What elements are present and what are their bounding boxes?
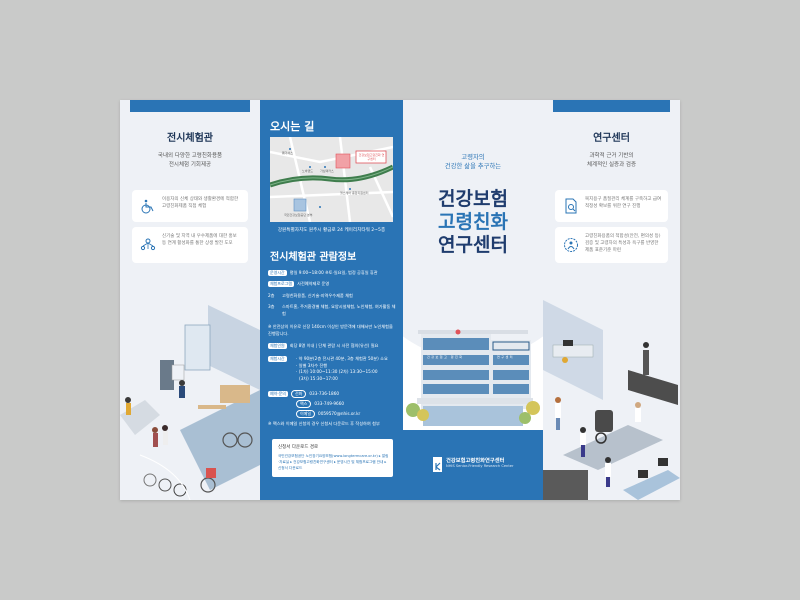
notice-fax: ※ 팩스와 이메일 신청의 경우 신청서 다운로드 후 작성하여 첨부 (268, 421, 380, 426)
wheelchair-icon (141, 199, 154, 214)
building-sign-right: 연구센터 (497, 355, 515, 359)
download-box: 신청서 다운로드 경로 국민건강보험공단 노인장기요양보험(www.longte… (272, 439, 393, 477)
panel-subtitle-2: 체계적인 실증과 검증 (586, 162, 637, 168)
fax-number[interactable]: 033-749-9660 (314, 401, 345, 406)
time-line: (3차) 15:30~17:00 (299, 375, 338, 381)
time-line: · 약 90분(2층 전시관 40분, 3층 체험관 50분) 소요 (296, 356, 388, 361)
floor-label: 3층 (268, 304, 275, 309)
map-label: 웨가서스 (282, 151, 294, 155)
map-center-label: 건강보험고령친화 연구센터 (358, 153, 385, 161)
panel-subtitle-1: 국내외 다양한 고령친화용품 (157, 153, 223, 159)
building-sign: 건강보험고 령친화 (427, 355, 487, 359)
panel-visitor-info: 오시는 길 건강보험고령친화 연구센터 웨가서스 노바랜드 가심렉카스 헬스케어… (260, 100, 403, 500)
fax-tag: 팩스 (296, 400, 312, 408)
floor-row: 3층 스마트홈, 주거환경별 체험, 요양시설체험, 노인체험, 여가활동 체험 (268, 304, 397, 317)
card-text: 신기술 및 지역 내 우수제품에 대한 홍보 등 연계 활성화를 통한 상생 발… (162, 234, 237, 246)
panel-cover: 고령자의 건강한 삶을 추구하는 건강보험 고령친화 연구센터 (403, 100, 543, 500)
phone-tag: 전화 (291, 390, 307, 398)
card-text: 고령친화용품의 적합성(안전, 편의성 등) 검증 및 고령자의 특성과 욕구를… (585, 234, 661, 253)
nhis-logo-icon (433, 457, 442, 472)
background-circle (403, 100, 543, 360)
title-line-1: 건강보험 (438, 188, 508, 210)
time-tag: 체험시간 (268, 356, 287, 362)
sign-part: 령친화 (450, 355, 464, 359)
cover-footer (403, 430, 543, 500)
card-text: 복지용구 품질관리 체계를 구축하고 급여 적정성 확보를 위한 연구 진행 (585, 197, 662, 209)
directions-title: 오시는 길 (270, 120, 315, 133)
panel-subtitle-1: 과학적 근거 기반의 (589, 153, 634, 159)
feature-card: 신기술 및 지역 내 우수제품에 대한 홍보 등 연계 활성화를 통한 상생 발… (132, 227, 248, 263)
time-line: · 일별 3차수 진행 (296, 362, 328, 368)
building-illustration (406, 329, 540, 426)
tagline-line-2: 건강한 삶을 추구하는 (444, 163, 502, 170)
download-path: 국민건강보험공단 노인장기요양보험(www.longtermcare.or.kr… (278, 454, 389, 470)
hours-tag: 운영시간 (268, 270, 287, 276)
feature-card: 복지용구 품질관리 체계를 구축하고 급여 적정성 확보를 위한 연구 진행 (555, 190, 668, 222)
time-row: 체험시간 · 약 90분(2층 전시관 40분, 3층 체험관 50분) 소요 … (268, 356, 397, 382)
logo-name: 건강보험고령친화연구센터 (446, 458, 505, 464)
floor-row: 2층 고령친화용품, 신기술·지역우수제품 체험 (268, 293, 397, 300)
panel-exhibition: 전시체험관 국내외 다양한 고령친화용품 전시체험 기회제공 이용자의 신체 상… (120, 100, 260, 500)
hours-value: 평일 9:00~18:00 ※토·일요일, 법정 공휴일 휴관 (289, 270, 378, 275)
panel-research: 연구센터 과학적 근거 기반의 체계적인 실증과 검증 복지용구 품질관리 체계… (543, 100, 680, 500)
cover-title: 건강보험 고령친화 연구센터 (403, 188, 543, 257)
document-search-icon (565, 198, 577, 214)
phone-number[interactable]: 033-736-1860 (309, 391, 340, 396)
capacity-tag: 체험인원 (268, 343, 287, 349)
people-network-icon (140, 238, 156, 251)
map-graphic (270, 137, 393, 222)
title-line-2: 고령친화 (438, 211, 508, 233)
notice-height: ※ 안전상의 이유로 신장 140cm 이상인 방문객에 대해서만 노인체험을 … (268, 324, 393, 336)
map-label: 노바랜드 (302, 169, 314, 173)
title-line-3: 연구센터 (438, 234, 508, 256)
logo-english: NHIS Senior-Friendly Research Center (446, 464, 514, 468)
email-tag: 이메일 (296, 410, 316, 418)
map-label: 가심렉카스 (320, 169, 334, 173)
address: 강원특별자치도 원주시 황금로 24 케이리치타워 2~5층 (277, 228, 386, 233)
program-tag: 체험프로그램 (268, 281, 295, 287)
brochure: 전시체험관 국내외 다양한 고령친화용품 전시체험 기회제공 이용자의 신체 상… (120, 100, 680, 500)
floor-desc: 고령친화용품, 신기술·지역우수제품 체험 (282, 293, 353, 298)
panel-title: 전시체험관 (167, 133, 213, 144)
email-address[interactable]: 0059570@nhis.or.kr (318, 411, 361, 416)
map-label: 헬스케어 종합지원센터 (340, 191, 369, 195)
time-line: · (1차) 10:00~11:30 (2차) 13:30~15:00 (296, 369, 378, 374)
floor-desc: 스마트홈, 주거환경별 체험, 요양시설체험, 노인체험, 여가활동 체험 (282, 304, 396, 316)
visit-info-title: 전시체험관 관람정보 (270, 252, 357, 263)
sign-part: 건강보험고 (427, 355, 449, 359)
program-value: 사전예약제로 운영 (297, 281, 330, 286)
download-title: 신청서 다운로드 경로 (278, 445, 319, 450)
research-illustration (543, 300, 680, 500)
tagline-line-1: 고령자의 (461, 154, 485, 161)
map-label: 국민건강보험공단 본부 (284, 213, 313, 217)
exhibition-illustration (120, 305, 260, 500)
panel-title: 연구센터 (593, 133, 630, 144)
top-bar (553, 100, 670, 112)
capacity-value: 회당 8명 이내 | 단체 관람 시 사전 협의(유선) 필요 (289, 343, 379, 348)
top-bar (130, 100, 250, 112)
floor-label: 2층 (268, 293, 275, 298)
panel-subtitle-2: 전시체험 기회제공 (168, 162, 212, 168)
feature-card: 이용자의 신체 상태와 생활환경에 적합한 고령친화제품 직접 체험 (132, 190, 248, 222)
card-text: 이용자의 신체 상태와 생활환경에 적합한 고령친화제품 직접 체험 (162, 197, 239, 209)
location-map[interactable]: 건강보험고령친화 연구센터 웨가서스 노바랜드 가심렉카스 헬스케어 종합지원센… (270, 137, 393, 222)
tagline: 고령자의 건강한 삶을 추구하는 (403, 153, 543, 171)
person-gear-icon (564, 238, 578, 252)
contact-tag: 예약·문의 (268, 391, 288, 397)
feature-card: 고령친화용품의 적합성(안전, 편의성 등) 검증 및 고령자의 특성과 욕구를… (555, 227, 668, 263)
